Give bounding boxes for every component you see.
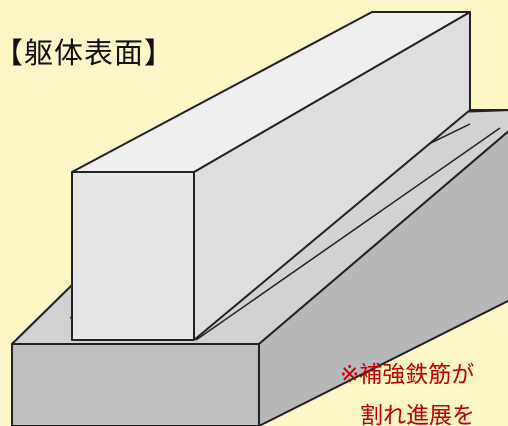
reinforcement-note-line-1: ※補強鉄筋が (340, 362, 475, 388)
section-title: 【躯体表面】 (0, 36, 175, 70)
reinforcement-note-line-2: 割れ進展を (360, 403, 475, 426)
base-slab-edge-line (195, 127, 501, 341)
base-slab-front (11, 343, 260, 426)
beam-front-face (71, 171, 195, 341)
